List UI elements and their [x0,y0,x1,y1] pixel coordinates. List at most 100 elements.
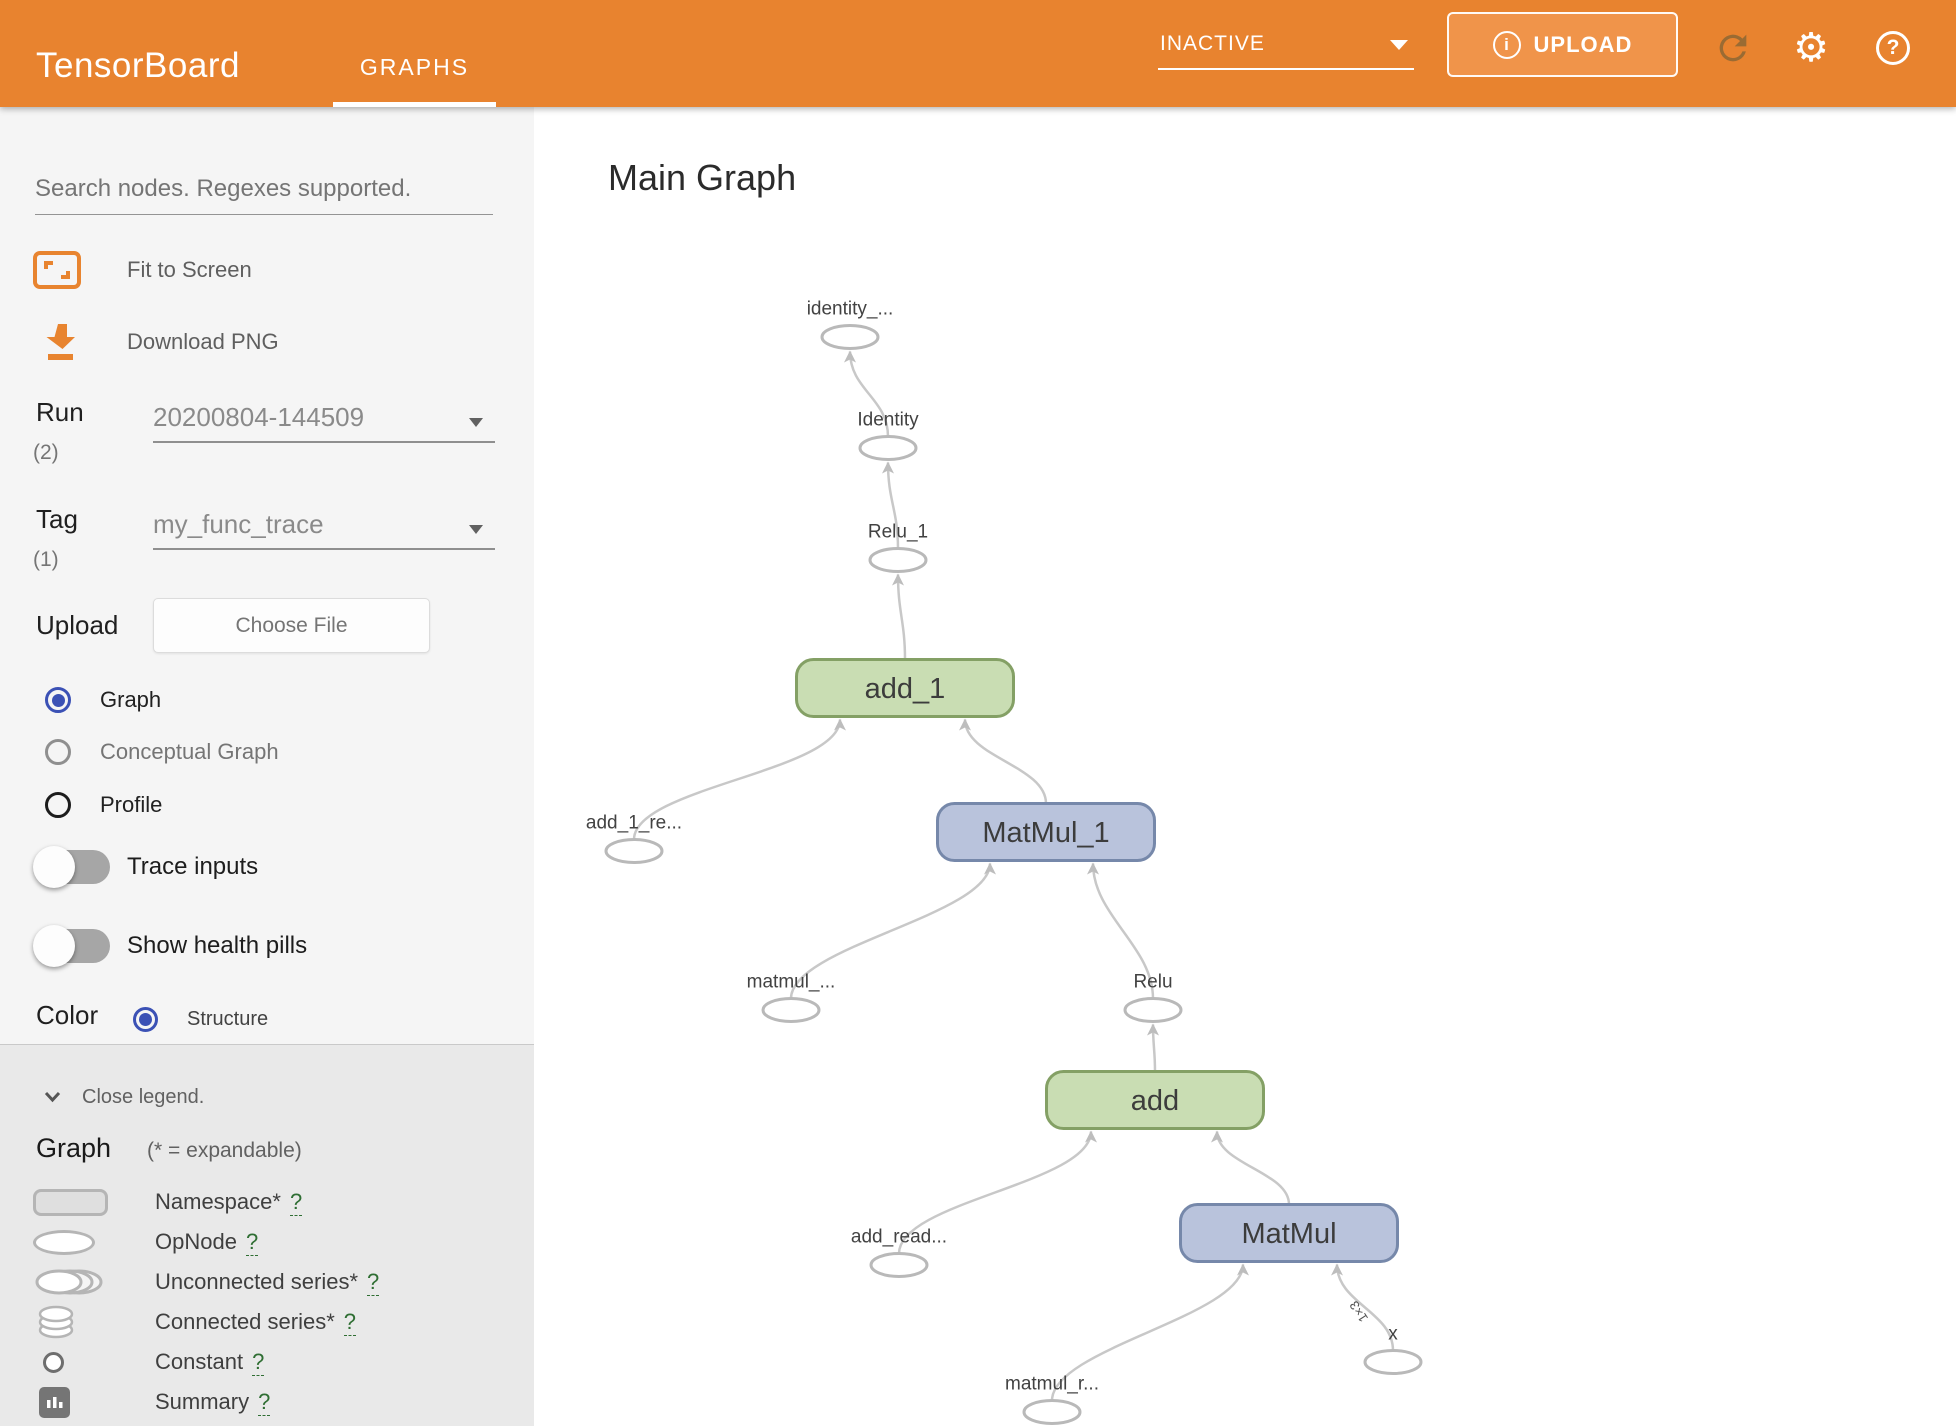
status-dropdown[interactable]: INACTIVE [1158,24,1414,70]
info-icon: i [1492,30,1521,59]
radio-profile[interactable]: Profile [45,790,162,820]
legend-panel: Close legend. Graph (* = expandable) Nam… [0,1044,534,1426]
legend-item-constant: Constant ? [0,1342,534,1382]
radio-icon [45,687,71,713]
help-link[interactable]: ? [245,1228,259,1256]
color-structure-label: Structure [187,1007,269,1030]
app-title: TensorBoard [36,46,240,85]
main-graph-title: Main Graph [608,157,797,198]
graph-node-identity_out[interactable]: identity_... [807,299,894,350]
radio-graph[interactable]: Graph [45,685,161,715]
unconnected-series-swatch [33,1268,155,1296]
graph-node-add[interactable]: add [1045,1070,1265,1130]
graph-node-matmul_[interactable]: matmul_... [747,972,836,1023]
run-label: Run [36,397,84,427]
help-link[interactable]: ? [289,1188,303,1216]
graph-canvas[interactable]: 1×3identity_...IdentityRelu_1add_1add_1_… [534,107,1956,1426]
graph-node-Relu_1[interactable]: Relu_1 [868,522,928,573]
tab-graphs[interactable]: GRAPHS [359,54,470,80]
graph-edge [1147,1023,1160,1072]
color-label: Color [36,1000,99,1030]
op-node-label: add_1 [865,673,946,705]
radio-icon [45,739,71,765]
graph-node-Identity[interactable]: Identity [857,410,919,461]
graph-node-Relu[interactable]: Relu [1123,972,1183,1023]
op-node-label: MatMul [1241,1218,1336,1250]
download-icon [33,322,127,362]
radio-color-structure[interactable]: Structure [133,1004,268,1034]
show-health-pills-toggle[interactable]: Show health pills [0,921,534,971]
chevron-down-icon [1390,40,1408,50]
graph-node-add_1[interactable]: add_1 [795,658,1015,718]
radio-conceptual-graph[interactable]: Conceptual Graph [45,737,279,767]
op-node-label: MatMul_1 [982,817,1109,849]
run-select[interactable]: 20200804-144509 [153,395,495,443]
legend-item-connected-series: Connected series* ? [0,1302,534,1342]
opnode-swatch [33,1229,95,1255]
legend-item-unconnected-series: Unconnected series* ? [0,1262,534,1302]
legend-label: Constant [155,1349,244,1374]
download-png-button[interactable]: Download PNG [0,318,279,366]
choose-file-button[interactable]: Choose File [153,598,430,653]
legend-label: Namespace* [155,1189,281,1214]
graph-edge [1087,862,1155,999]
tag-select[interactable]: my_func_trace [153,502,495,550]
graph-edge [959,718,1048,804]
graph-edge [1050,1263,1249,1401]
toggle-thumb [33,925,75,967]
download-png-label: Download PNG [127,329,279,354]
trace-inputs-toggle[interactable]: Trace inputs [0,842,534,892]
ellipse-node-label: add_read... [851,1227,947,1248]
chevron-down-icon [469,418,483,427]
graph-node-MatMul_1[interactable]: MatMul_1 [936,802,1156,862]
radio-icon [133,1006,158,1032]
ellipse-node-label: Relu_1 [868,522,928,543]
graph-edge [844,350,890,437]
help-link[interactable]: ? [367,1268,380,1296]
help-link[interactable]: ? [252,1348,265,1376]
search-input[interactable] [35,169,433,209]
legend-item-opnode: OpNode ? [0,1222,534,1262]
graph-node-MatMul[interactable]: MatMul [1179,1203,1399,1263]
upload-button[interactable]: i UPLOAD [1447,12,1678,77]
search-field [35,169,493,215]
gear-icon[interactable]: ⚙ [1793,26,1829,70]
show-health-pills-label: Show health pills [127,932,308,959]
graph-edge [632,718,846,840]
help-icon[interactable]: ? [1872,27,1914,69]
graph-edge [897,1130,1097,1254]
graph-node-matmul_r[interactable]: matmul_r... [1005,1374,1099,1425]
fit-to-screen-button[interactable]: Fit to Screen [0,246,252,294]
close-legend-button[interactable]: Close legend. [44,1081,204,1113]
op-node-label: add [1131,1085,1179,1117]
graph-node-x[interactable]: x [1363,1324,1423,1375]
legend-item-namespace: Namespace* ? [0,1182,534,1222]
legend-label: Unconnected series* [155,1269,359,1294]
refresh-icon[interactable] [1712,27,1754,69]
legend-item-summary: Summary ? [0,1382,534,1422]
graph-edge [1211,1130,1291,1205]
upload-label: Upload [36,610,119,640]
legend-heading-note: (* = expandable) [147,1139,302,1162]
trace-inputs-label: Trace inputs [127,853,259,880]
graph-node-add_read[interactable]: add_read... [851,1227,947,1278]
chevron-down-icon [44,1091,61,1103]
tag-count: (1) [33,548,59,571]
radio-icon [45,792,71,818]
help-link[interactable]: ? [258,1388,271,1416]
help-link[interactable]: ? [343,1308,357,1336]
graph-edge [892,573,907,660]
radio-conceptual-graph-label: Conceptual Graph [100,739,279,764]
ellipse-node-label: matmul_r... [1005,1374,1099,1395]
namespace-swatch [33,1188,108,1216]
tag-label: Tag [36,504,78,534]
ellipse-node-label: add_1_re... [586,813,682,834]
graph-node-add_1_re[interactable]: add_1_re... [586,813,682,864]
legend-label: Connected series* [155,1309,335,1334]
color-by-row: Color Structure [0,1000,534,1034]
legend-heading-title: Graph [36,1133,112,1163]
graph-edge [789,862,996,999]
upload-button-label: UPLOAD [1533,31,1633,57]
